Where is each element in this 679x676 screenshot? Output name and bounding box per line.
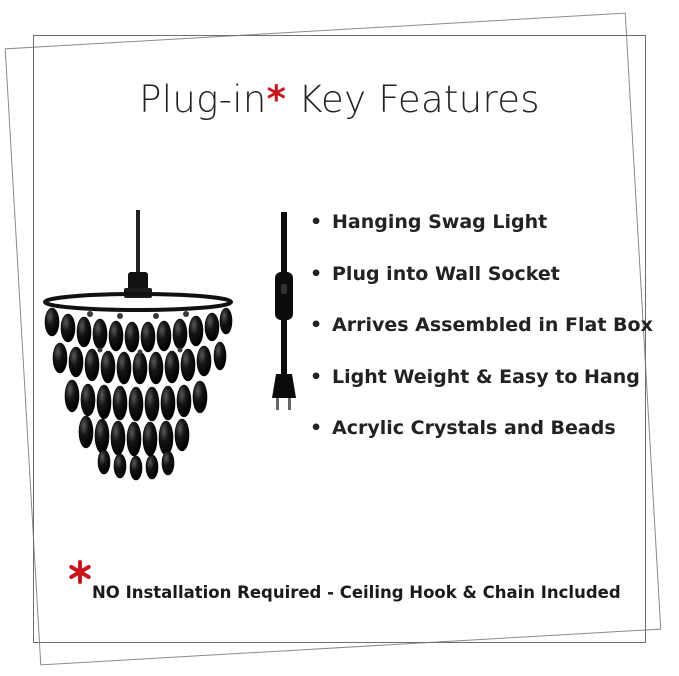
bullet: • [310,211,323,233]
page-title: Plug-in* Key Features [0,78,679,121]
title-prefix: Plug-in [139,78,267,121]
feature-item: • Light Weight & Easy to Hang [310,360,653,412]
feature-list: • Hanging Swag Light • Plug into Wall Sock… [310,205,653,463]
feature-item: • Hanging Swag Light [310,205,653,257]
feature-item: • Plug into Wall Socket [310,257,653,309]
decorative-frame [33,35,646,643]
asterisk-icon [69,560,91,584]
feature-item: • Arrives Assembled in Flat Box [310,308,653,360]
chandelier-image [43,210,233,481]
feature-item: • Acrylic Crystals and Beads [310,411,653,463]
title-asterisk: * [266,78,287,121]
footnote: NO Installation Required - Ceiling Hook … [92,583,621,602]
bullet: • [310,262,323,285]
bullet: • [310,314,323,336]
plug-cord-image [272,212,296,410]
feature-text: Acrylic Crystals and Beads [332,417,616,439]
feature-text: Light Weight & Easy to Hang [332,365,640,388]
bullet: • [310,417,323,439]
feature-text: Plug into Wall Socket [332,262,560,285]
feature-text: Hanging Swag Light [332,211,548,233]
title-suffix: Key Features [286,78,540,121]
feature-text: Arrives Assembled in Flat Box [332,314,653,336]
bullet: • [310,365,323,388]
